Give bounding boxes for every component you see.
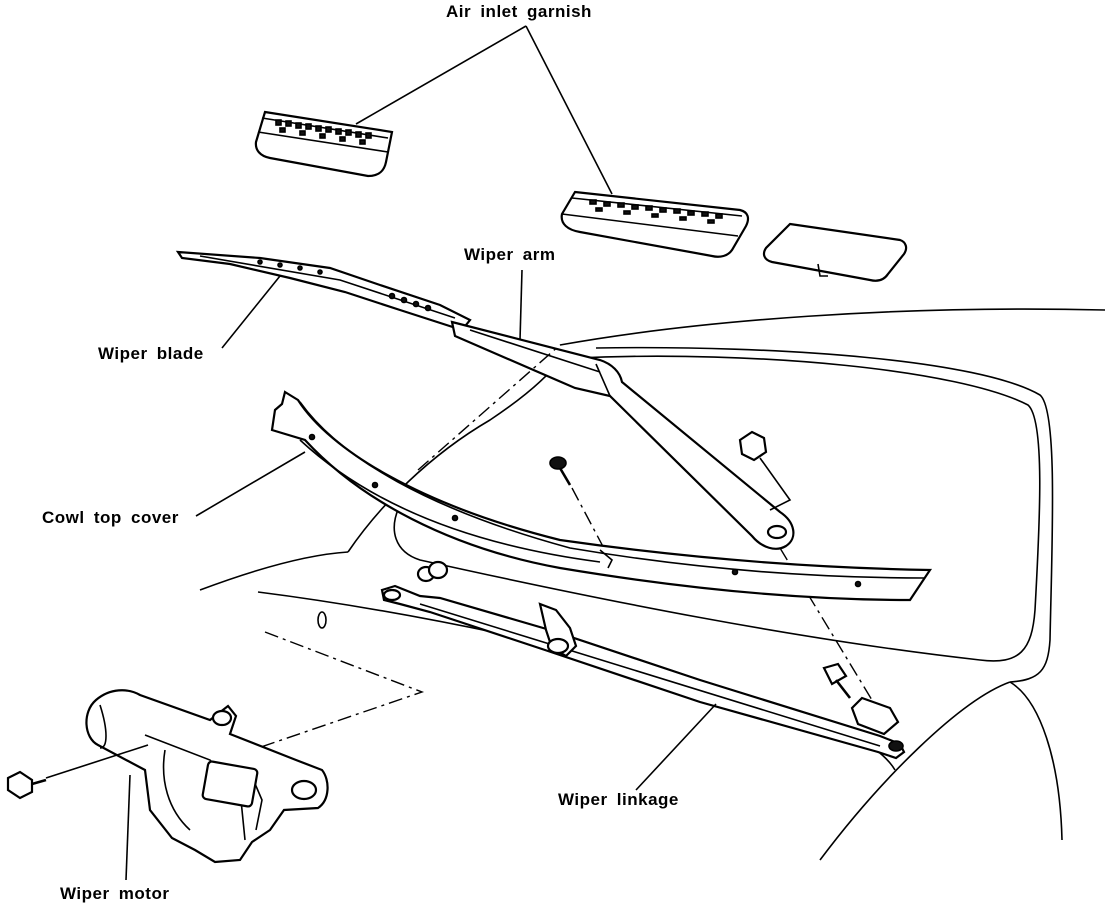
leader-wiper-arm bbox=[519, 269, 523, 341]
wiper-motor bbox=[85, 689, 329, 864]
label-wiper-motor: Wiper motor bbox=[60, 884, 170, 903]
mount-hole bbox=[317, 611, 327, 629]
wiper-arm bbox=[450, 320, 795, 550]
linkage-nut-washer bbox=[416, 560, 449, 583]
cowl-top-cover bbox=[270, 390, 933, 602]
seal-gasket bbox=[762, 222, 908, 282]
leader-wiper-blade bbox=[221, 275, 281, 349]
motor-mount-path bbox=[257, 631, 425, 749]
wiper-linkage bbox=[380, 584, 906, 760]
vehicle-body-outline bbox=[199, 308, 1106, 861]
leader-cowl-top bbox=[195, 451, 306, 517]
leader-lines bbox=[125, 25, 717, 881]
leader-wiper-linkage bbox=[635, 703, 717, 791]
pivot-nut bbox=[738, 430, 792, 511]
leader-air-inlet-left bbox=[355, 25, 527, 125]
arm-pivot-centerline bbox=[417, 344, 561, 471]
label-wiper-blade: Wiper blade bbox=[98, 344, 204, 363]
linkage-bolt bbox=[822, 662, 852, 699]
label-wiper-linkage: Wiper linkage bbox=[558, 790, 679, 809]
label-air-inlet-garnish: Air inlet garnish bbox=[446, 2, 592, 21]
wiper-blade bbox=[175, 250, 472, 332]
label-wiper-arm: Wiper arm bbox=[464, 245, 556, 264]
leader-air-inlet-right bbox=[525, 25, 613, 195]
air-inlet-garnish-right bbox=[560, 190, 750, 258]
label-cowl-top-cover: Cowl top cover bbox=[42, 508, 179, 527]
leader-wiper-motor bbox=[125, 774, 131, 881]
motor-bolt bbox=[6, 744, 149, 800]
air-inlet-garnish-left bbox=[254, 110, 394, 178]
